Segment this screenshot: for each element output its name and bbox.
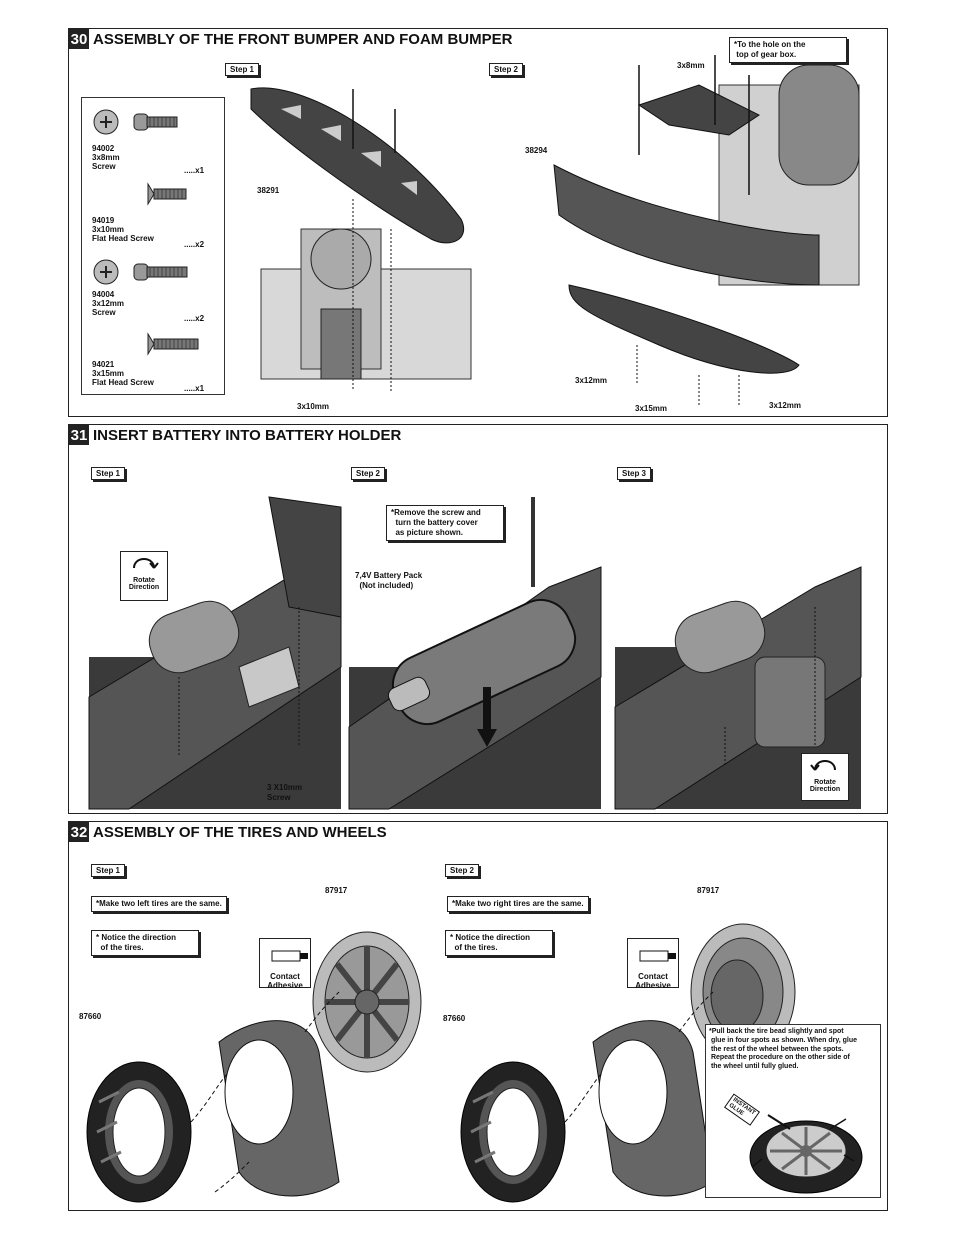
adhesive-tube-icon xyxy=(639,950,676,962)
contact-adhesive-label: Contact Adhesive xyxy=(267,972,303,990)
bumper-part-label: 38291 xyxy=(257,186,280,195)
right-tires-note: *Make two right tires are the same. xyxy=(447,896,589,912)
contact-adhesive-badge: Contact Adhesive xyxy=(627,938,679,990)
gear-box-hole-note: *To the hole on the top of gear box. xyxy=(729,37,847,63)
tire-part-label: 87660 xyxy=(443,1014,466,1023)
left-tires-note: *Make two left tires are the same. xyxy=(91,896,227,912)
flat-head-screw-icon xyxy=(147,182,187,206)
rotate-arrow-icon xyxy=(133,558,159,569)
rotate-direction-label: Rotate Direction xyxy=(128,576,160,592)
section-32: 32 ASSEMBLY OF THE TIRES AND WHEELS Step… xyxy=(68,821,888,1211)
screw-3x15-label: 3x15mm xyxy=(635,404,668,413)
step-2-label: Step 2 xyxy=(445,864,480,877)
wheel-glue-illustration xyxy=(749,1114,863,1194)
step-1-label: Step 1 xyxy=(225,63,260,76)
part-qty: .....x2 xyxy=(184,314,205,323)
direction-note: * Notice the direction of the tires. xyxy=(91,930,199,956)
adhesive-tube-icon xyxy=(271,950,308,962)
foam-bumper-part-label: 38294 xyxy=(525,146,548,155)
rotate-direction-label: Rotate Direction xyxy=(809,778,841,794)
tire-wheel-left-illustration xyxy=(86,931,422,1203)
rotate-direction-box: Rotate Direction xyxy=(120,551,168,601)
chassis-step-2-illustration xyxy=(348,497,602,810)
battery-screw-label: 3 X10mm Screw xyxy=(267,783,303,802)
section-30: 30 ASSEMBLY OF THE FRONT BUMPER AND FOAM… xyxy=(68,28,888,417)
button-head-screw-icon xyxy=(93,259,188,285)
rotate-direction-box: Rotate Direction xyxy=(801,753,849,801)
flat-head-screw-icon xyxy=(147,332,199,356)
glue-instruction-text: *Pull back the tire bead slightly and sp… xyxy=(709,1028,858,1070)
contact-adhesive-label: Contact Adhesive xyxy=(635,972,671,990)
screw-3x10-label: 3x10mm xyxy=(297,402,330,411)
front-bumper-illustration xyxy=(250,87,472,391)
tire-part-label: 87660 xyxy=(79,1012,102,1021)
screw-3x12-right-label: 3x12mm xyxy=(769,401,802,410)
contact-adhesive-badge: Contact Adhesive xyxy=(259,938,311,990)
step-2-label: Step 2 xyxy=(489,63,524,76)
part-qty: .....x2 xyxy=(184,240,205,249)
battery-pack-label: 7,4V Battery Pack (Not included) xyxy=(355,571,423,590)
step-2-label: Step 2 xyxy=(351,467,386,480)
step-1-label: Step 1 xyxy=(91,864,126,877)
part-qty: .....x1 xyxy=(184,166,205,175)
step-3-label: Step 3 xyxy=(617,467,652,480)
rotate-arrow-icon xyxy=(810,760,836,771)
battery-cover-note: *Remove the screw and turn the battery c… xyxy=(386,505,504,541)
screw-3x8-label: 3x8mm xyxy=(677,61,705,70)
foam-bumper-illustration xyxy=(553,55,860,405)
screw-3x12-left-label: 3x12mm xyxy=(575,376,608,385)
section-title: ASSEMBLY OF THE TIRES AND WHEELS xyxy=(93,824,387,841)
step-1-label: Step 1 xyxy=(91,467,126,480)
wheel-part-label: 87917 xyxy=(325,886,348,895)
direction-note: * Notice the direction of the tires. xyxy=(445,930,553,956)
chassis-step-1-illustration xyxy=(88,496,342,810)
wheel-part-label: 87917 xyxy=(697,886,720,895)
section-31: 31 INSERT BATTERY INTO BATTERY HOLDER St… xyxy=(68,424,888,814)
section-number: 30 xyxy=(69,29,89,49)
section-title: INSERT BATTERY INTO BATTERY HOLDER xyxy=(93,427,402,444)
section-number: 32 xyxy=(69,822,89,842)
part-qty: .....x1 xyxy=(184,384,205,393)
section-title: ASSEMBLY OF THE FRONT BUMPER AND FOAM BU… xyxy=(93,31,513,48)
button-head-screw-icon xyxy=(93,109,178,135)
section-number: 31 xyxy=(69,425,89,445)
glue-instruction-box: *Pull back the tire bead slightly and sp… xyxy=(705,1024,881,1198)
